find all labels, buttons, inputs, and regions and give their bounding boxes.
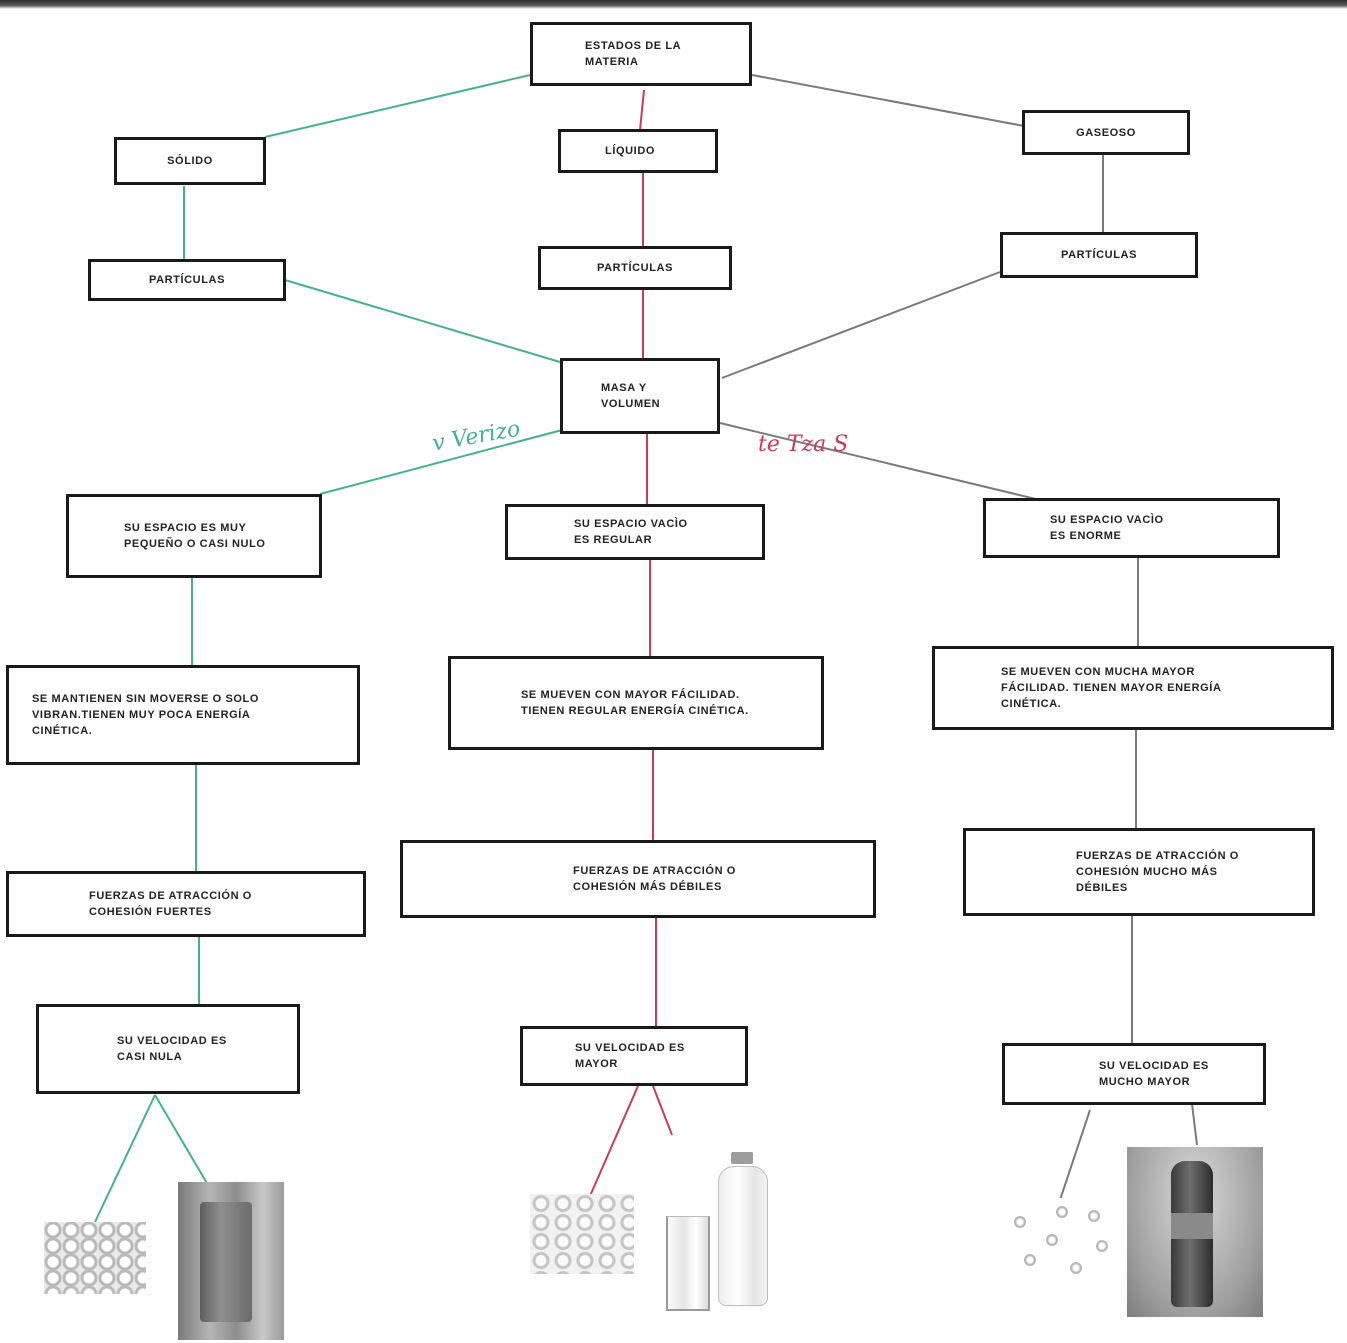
- link-vel-img2-solido: [154, 1094, 209, 1186]
- node-movimiento-gaseoso: SE MUEVEN CON MUCHA MAYOR FÁCILIDAD. TIE…: [932, 646, 1334, 730]
- node-fuerzas-gaseoso: FUERZAS DE ATRACCIÓN O COHESIÓN MUCHO MÁ…: [963, 828, 1315, 916]
- gas-bottle-label: [1171, 1213, 1213, 1239]
- liquid-particles-image: [530, 1194, 634, 1274]
- node-label: FUERZAS DE ATRACCIÓN O COHESIÓN MÁS DÉBI…: [573, 865, 736, 893]
- node-label: SU ESPACIO VACÌO ES ENORME: [1050, 514, 1164, 542]
- gas-particle: [1096, 1240, 1108, 1252]
- gas-particle: [1046, 1234, 1058, 1246]
- scan-top-edge: [0, 0, 1347, 9]
- node-estados-de-la-materia: ESTADOS DE LA MATERIA: [530, 22, 752, 86]
- node-espacio-solido: SU ESPACIO ES MUY PEQUEÑO O CASI NULO: [66, 494, 322, 578]
- node-velocidad-solido: SU VELOCIDAD ES CASI NULA: [36, 1004, 300, 1094]
- node-label: SU VELOCIDAD ES MAYOR: [575, 1042, 685, 1070]
- solid-glass-photo: [178, 1182, 284, 1340]
- node-label: ESTADOS DE LA MATERIA: [585, 40, 682, 68]
- node-fuerzas-liquido: FUERZAS DE ATRACCIÓN O COHESIÓN MÁS DÉBI…: [400, 840, 876, 918]
- node-solido: SÓLIDO: [114, 137, 266, 185]
- node-espacio-liquido: SU ESPACIO VACÌO ES REGULAR: [505, 504, 765, 560]
- node-label: SE MUEVEN CON MAYOR FÁCILIDAD. TIENEN RE…: [521, 689, 749, 717]
- node-velocidad-gaseoso: SU VELOCIDAD ES MUCHO MAYOR: [1002, 1043, 1266, 1105]
- node-label: SU VELOCIDAD ES MUCHO MAYOR: [1099, 1060, 1209, 1088]
- link-masa-espacio-solido: [319, 429, 563, 495]
- link-root-solido: [264, 74, 531, 138]
- node-label: FUERZAS DE ATRACCIÓN O COHESIÓN FUERTES: [89, 890, 252, 918]
- node-particulas-gaseoso: PARTÍCULAS: [1000, 232, 1198, 278]
- gas-particle: [1056, 1206, 1068, 1218]
- node-gaseoso: GASEOSO: [1022, 110, 1190, 155]
- node-label: MASA Y VOLUMEN: [601, 382, 661, 410]
- gas-particle: [1024, 1254, 1036, 1266]
- handwritten-note-right: te Tza S: [758, 432, 849, 457]
- node-particulas-solido: PARTÍCULAS: [88, 259, 286, 301]
- node-fuerzas-solido: FUERZAS DE ATRACCIÓN O COHESIÓN FUERTES: [6, 871, 366, 937]
- link-vel-img1-liquido: [589, 1085, 639, 1197]
- liquid-glass-photo: [666, 1216, 710, 1311]
- node-label: GASEOSO: [1076, 126, 1136, 139]
- node-velocidad-liquido: SU VELOCIDAD ES MAYOR: [520, 1026, 748, 1086]
- node-label: LÍQUIDO: [605, 145, 656, 157]
- link-vel-img2-gaseoso: [1191, 1103, 1198, 1146]
- node-liquido: LÍQUIDO: [558, 129, 718, 173]
- bottle-cap: [731, 1152, 753, 1164]
- link-root-liquido: [639, 89, 645, 131]
- bottle-body: [718, 1166, 768, 1306]
- node-masa-y-volumen: MASA Y VOLUMEN: [560, 358, 720, 434]
- node-label: PARTÍCULAS: [148, 274, 226, 286]
- gas-bottle-photo: [1127, 1147, 1263, 1317]
- gas-particle: [1014, 1216, 1026, 1228]
- node-particulas-liquido: PARTÍCULAS: [538, 246, 732, 290]
- node-label: PARTÍCULAS: [596, 262, 674, 274]
- link-vel-img1-solido: [94, 1094, 156, 1223]
- node-label: SÓLIDO: [167, 155, 213, 167]
- gas-particle: [1070, 1262, 1082, 1274]
- gas-particle: [1088, 1210, 1100, 1222]
- link-vel-img1-gaseoso: [1059, 1109, 1091, 1201]
- node-label: PARTÍCULAS: [1060, 249, 1138, 261]
- node-label: FUERZAS DE ATRACCIÓN O COHESIÓN MUCHO MÁ…: [1076, 850, 1239, 894]
- node-movimiento-solido: SE MANTIENEN SIN MOVERSE O SOLO VIBRAN.T…: [6, 665, 360, 765]
- node-label: SE MUEVEN CON MUCHA MAYOR FÁCILIDAD. TIE…: [1001, 666, 1222, 710]
- link-particulas-masa-gaseoso: [721, 271, 1001, 379]
- node-label: SE MANTIENEN SIN MOVERSE O SOLO VIBRAN.T…: [32, 693, 260, 737]
- link-vel-img2-liquido: [652, 1085, 673, 1136]
- node-label: SU ESPACIO VACÌO ES REGULAR: [574, 518, 688, 546]
- liquid-bottle-photo: [716, 1152, 770, 1306]
- gas-particles-image: [1010, 1198, 1118, 1282]
- link-particulas-masa-solido: [284, 279, 561, 363]
- node-movimiento-liquido: SE MUEVEN CON MAYOR FÁCILIDAD. TIENEN RE…: [448, 656, 824, 750]
- node-label: SU VELOCIDAD ES CASI NULA: [117, 1035, 227, 1063]
- solid-glass-body: [200, 1202, 252, 1322]
- node-espacio-gaseoso: SU ESPACIO VACÌO ES ENORME: [983, 498, 1280, 558]
- solid-particles-image: [44, 1222, 146, 1294]
- node-label: SU ESPACIO ES MUY PEQUEÑO O CASI NULO: [124, 522, 266, 550]
- link-masa-espacio-gaseoso: [719, 422, 1041, 501]
- link-root-gaseoso: [751, 74, 1025, 127]
